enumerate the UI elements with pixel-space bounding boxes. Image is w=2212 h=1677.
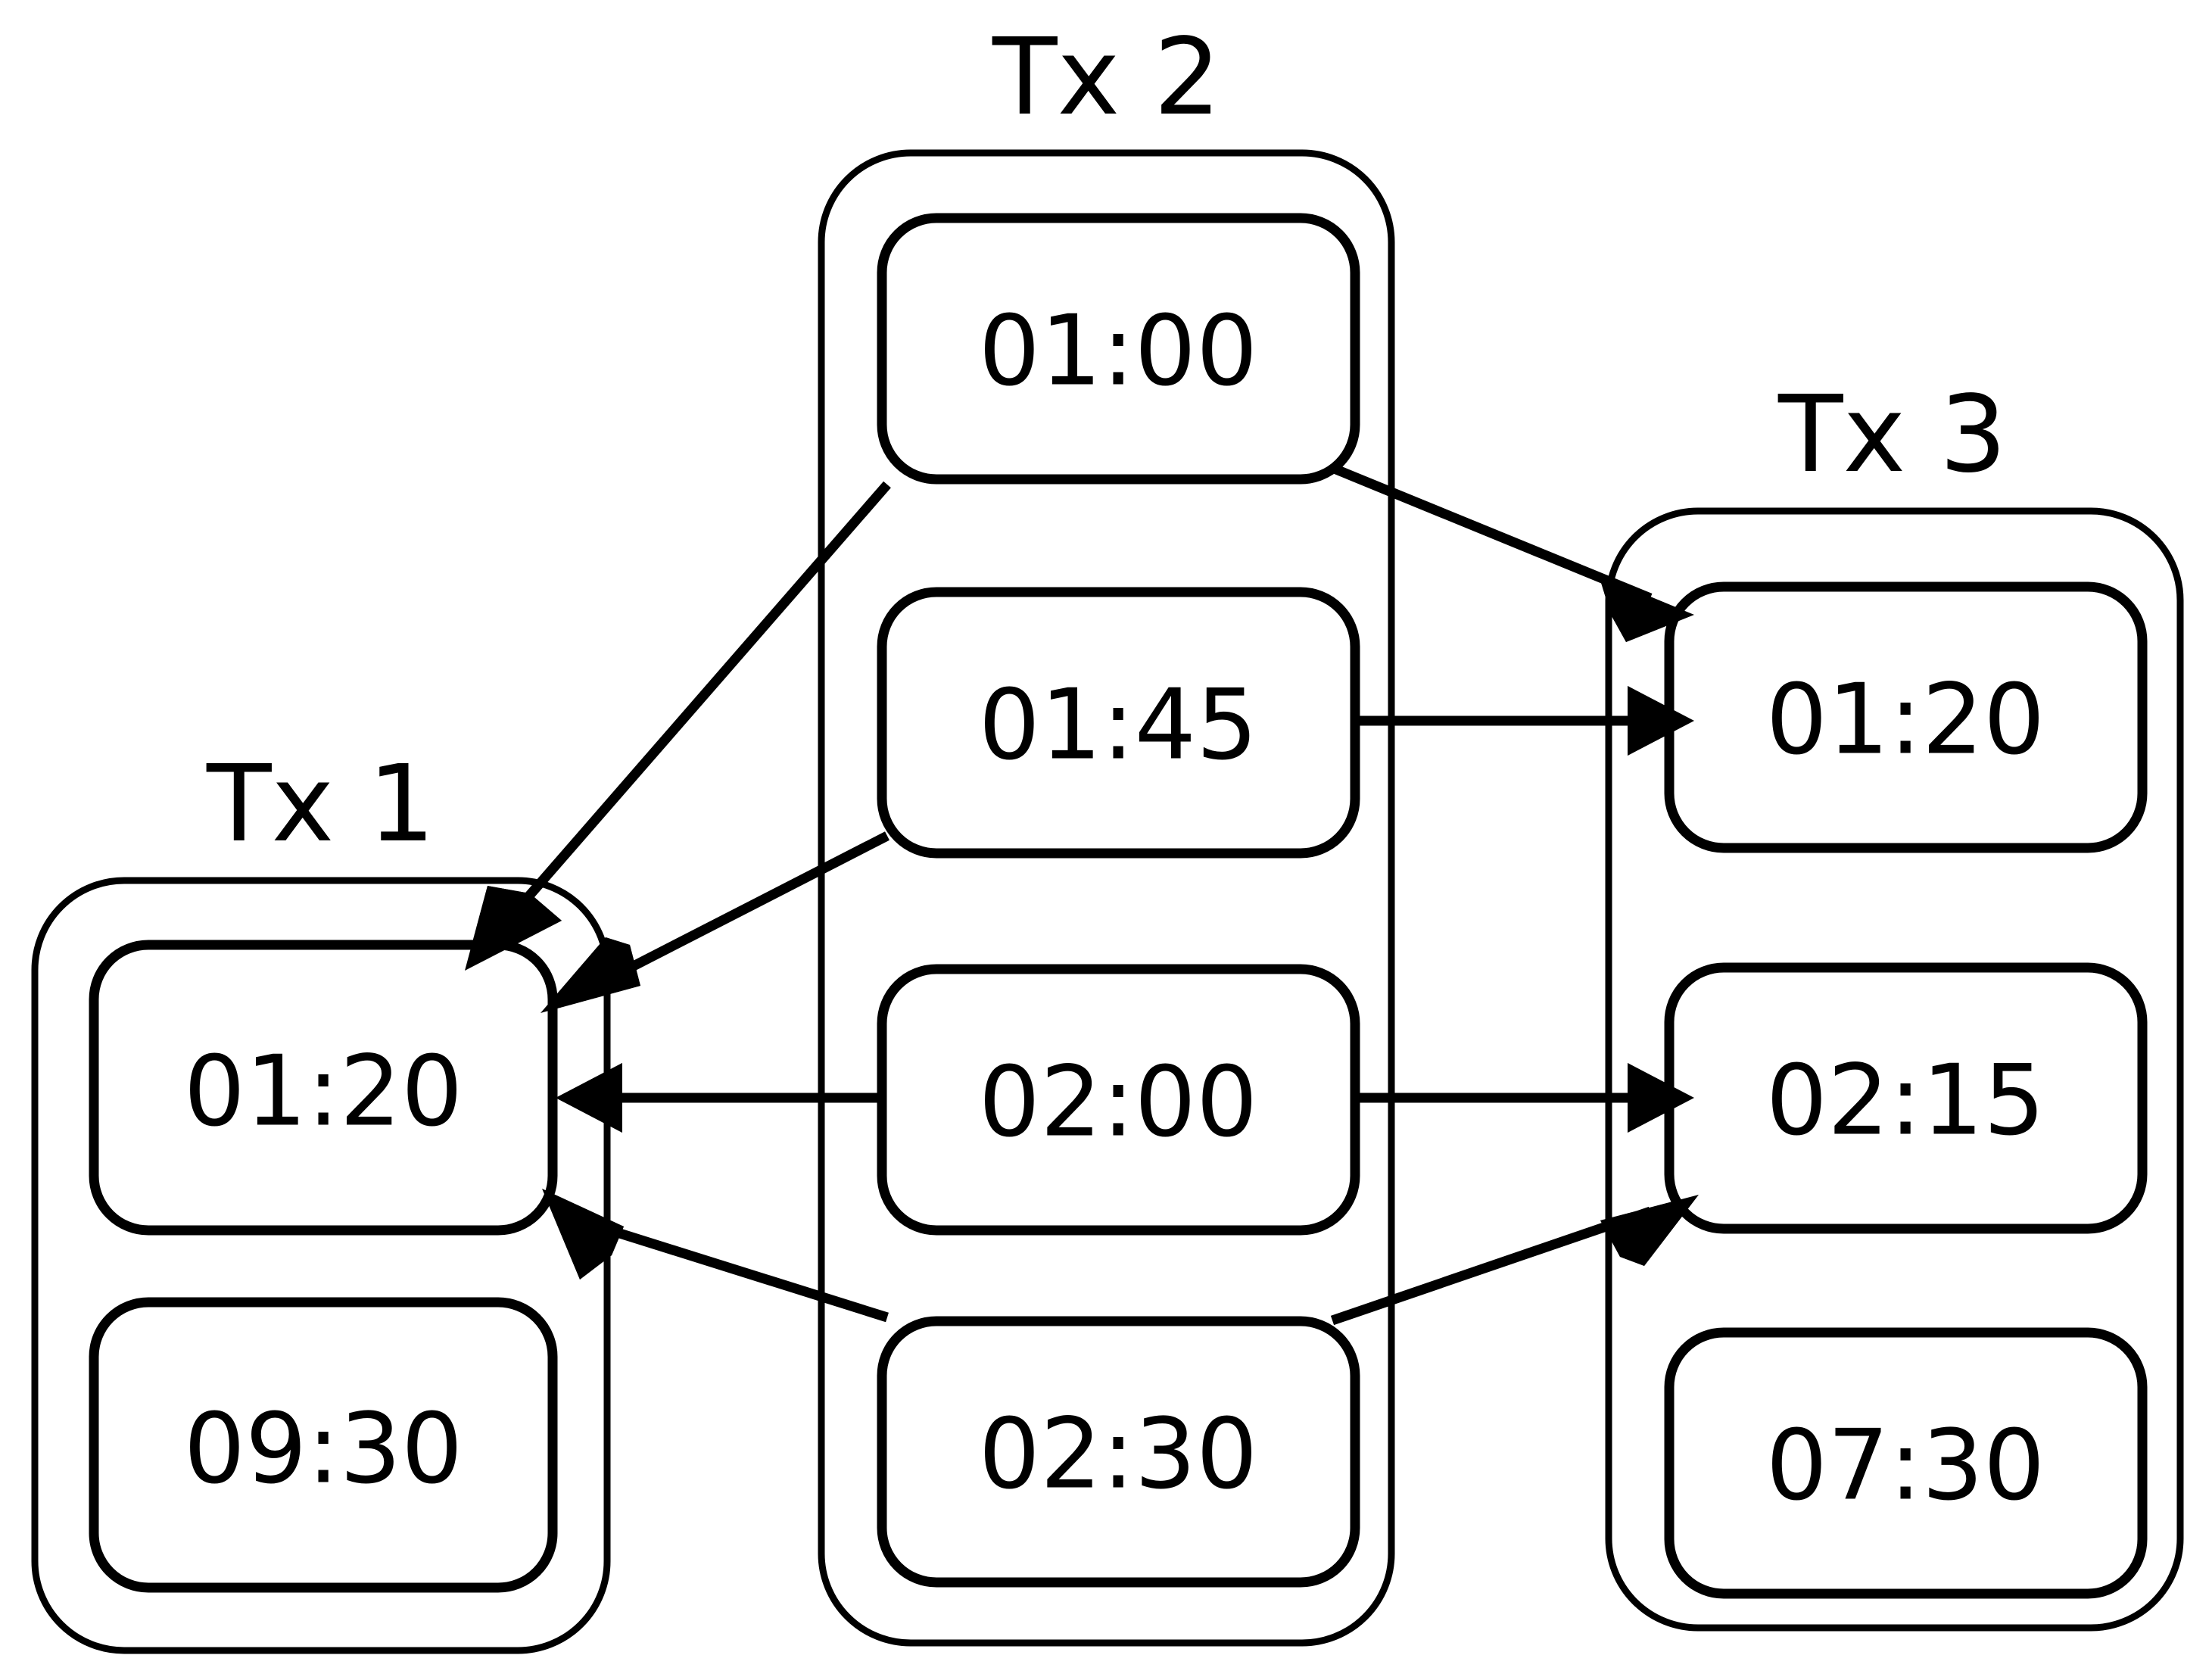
slot-tx2-0145[interactable]: 01:45 <box>877 587 1360 859</box>
slot-box[interactable] <box>877 213 1360 485</box>
slot-label: 02:00 <box>979 1046 1258 1159</box>
group-container-tx2[interactable] <box>818 149 1395 1647</box>
slot-box[interactable] <box>877 587 1360 859</box>
arrowhead-icon <box>541 937 640 1013</box>
slot-tx3-0730[interactable]: 07:30 <box>1664 1327 2148 1599</box>
group-title-tx3: Tx 3 <box>1777 373 2007 497</box>
arrowhead-icon <box>1599 575 1694 642</box>
slot-tx2-0200[interactable]: 02:00 <box>877 964 1360 1236</box>
slot-label: 07:30 <box>1766 1410 2045 1523</box>
slot-label: 01:00 <box>979 295 1258 408</box>
arrowhead-icon <box>542 1189 624 1280</box>
slot-tx1-0120[interactable]: 01:20 <box>89 940 558 1236</box>
group-title-tx1: Tx 1 <box>206 743 435 866</box>
slot-box[interactable] <box>877 964 1360 1236</box>
group-container-tx3[interactable] <box>1605 507 2184 1632</box>
edge-line <box>596 831 889 989</box>
slot-label: 01:20 <box>1766 664 2045 777</box>
edge-line <box>496 481 891 934</box>
arrowhead-icon <box>465 886 562 971</box>
slot-box[interactable] <box>89 940 558 1236</box>
group-title-tx2: Tx 2 <box>992 16 1221 139</box>
arrowhead-icon <box>1628 686 1694 756</box>
slot-tx1-0930[interactable]: 09:30 <box>89 1297 558 1593</box>
arrowheads-overlay <box>465 575 1699 1280</box>
edge-line <box>1330 1206 1653 1326</box>
slot-label: 02:15 <box>1766 1045 2045 1158</box>
slot-box[interactable] <box>1664 1327 2148 1599</box>
edge-line <box>597 1221 889 1323</box>
slot-label: 09:30 <box>184 1393 463 1506</box>
edge-line <box>1330 463 1653 603</box>
arrowhead-icon <box>1600 1195 1699 1266</box>
arrowhead-icon <box>556 1063 622 1133</box>
slot-label: 01:45 <box>979 669 1258 782</box>
slot-label: 01:20 <box>184 1036 463 1149</box>
group-container-tx1[interactable] <box>31 877 611 1654</box>
slot-box[interactable] <box>877 1316 1360 1588</box>
slot-tx3-0215[interactable]: 02:15 <box>1664 962 2148 1234</box>
slot-tx3-0120[interactable]: 01:20 <box>1664 581 2148 853</box>
arrowhead-icon <box>1628 1063 1694 1133</box>
slot-label: 02:30 <box>979 1398 1258 1511</box>
slot-tx2-0100[interactable]: 01:00 <box>877 213 1360 485</box>
slot-tx2-0230[interactable]: 02:30 <box>877 1316 1360 1588</box>
slot-box[interactable] <box>89 1297 558 1593</box>
